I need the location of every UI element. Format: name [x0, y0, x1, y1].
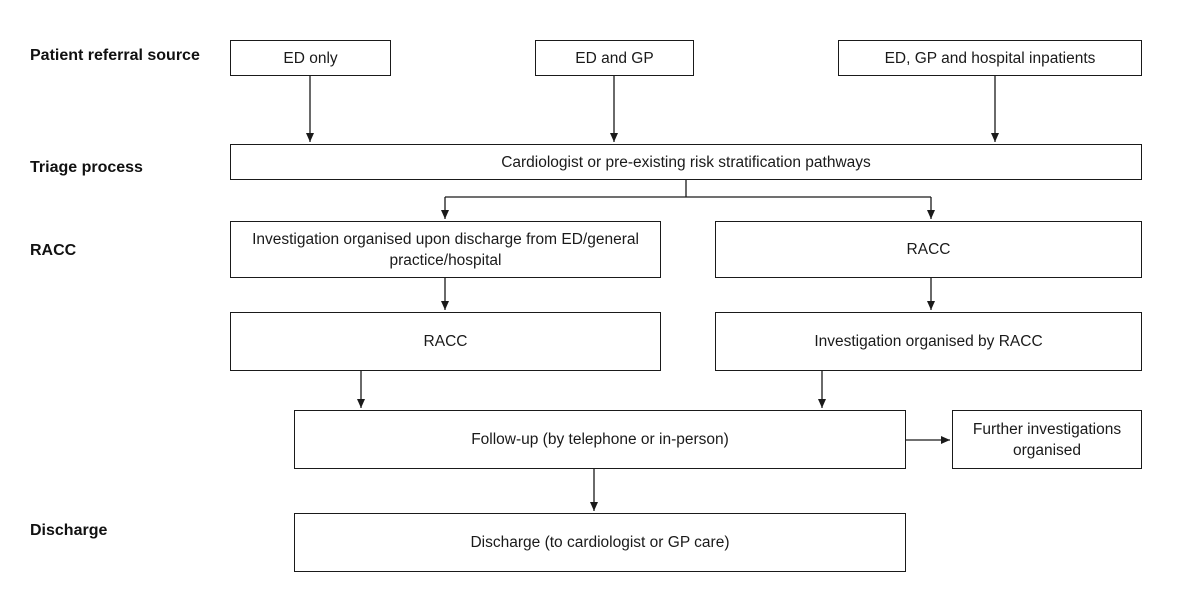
box-investigation-by-racc: Investigation organised by RACC — [715, 312, 1142, 371]
box-ed-gp-inpatients: ED, GP and hospital inpatients — [838, 40, 1142, 76]
box-racc-left: RACC — [230, 312, 661, 371]
box-follow-up: Follow-up (by telephone or in-person) — [294, 410, 906, 469]
stage-label-discharge: Discharge — [30, 522, 108, 539]
box-discharge: Discharge (to cardiologist or GP care) — [294, 513, 906, 572]
stage-label-triage: Triage process — [30, 159, 143, 176]
stage-label-racc: RACC — [30, 242, 77, 259]
box-racc-right: RACC — [715, 221, 1142, 278]
box-investigation-on-discharge: Investigation organised upon discharge f… — [230, 221, 661, 278]
box-ed-and-gp: ED and GP — [535, 40, 694, 76]
box-further-investigations: Further investigations organised — [952, 410, 1142, 469]
stage-label-referral: Patient referral source — [30, 47, 200, 64]
box-triage-cardiologist: Cardiologist or pre-existing risk strati… — [230, 144, 1142, 180]
box-ed-only: ED only — [230, 40, 391, 76]
